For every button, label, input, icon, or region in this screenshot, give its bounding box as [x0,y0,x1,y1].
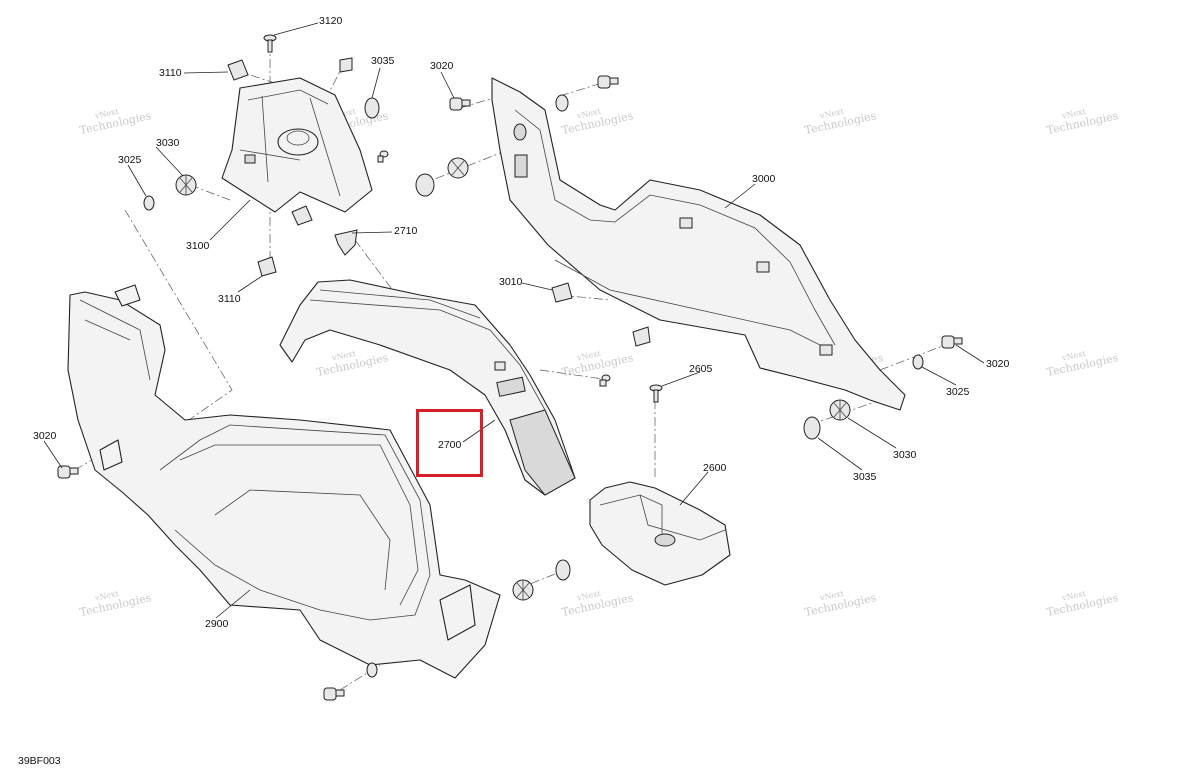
part-2600-cover [589,481,731,586]
callout-3110-top: 3110 [159,67,182,79]
rivet-icon [512,579,534,601]
watermark: vNext Technologies [560,349,634,379]
rivet-3020-top-icon [449,97,471,111]
watermark: vNext Technologies [803,107,877,137]
clip-icon [291,205,313,226]
clip-icon [632,326,651,347]
watermark: vNext Technologies [78,107,152,137]
screw-2605-icon [649,384,663,403]
callout-2600: 2600 [703,462,727,474]
callout-2710: 2710 [394,225,418,237]
callout-3020-left: 3020 [33,430,57,442]
callout-3035-top: 3035 [371,55,395,67]
part-3000-side-panel [491,77,906,411]
callout-3100: 3100 [186,240,210,252]
washer-3035-right-icon [803,416,821,440]
screw-3120-icon [263,34,277,53]
rivet-3030-right-icon [829,399,851,421]
washer-3025-right-icon [912,354,924,370]
rivet-icon [597,75,619,89]
callout-3030-right: 3030 [893,449,917,461]
nut-3110-icon [227,59,249,81]
callout-3020-right: 3020 [986,358,1010,370]
callout-3025-left: 3025 [118,154,142,166]
watermark: vNext Technologies [78,589,152,619]
part-3100-bracket [221,77,373,213]
callout-2700: 2700 [438,439,462,451]
washer-3025-left-icon [143,195,155,211]
callout-labels: 3120 3110 3035 3030 3025 3100 3110 2710 … [33,15,1010,630]
watermark: vNext Technologies [560,589,634,619]
callout-3110-bottom: 3110 [218,293,241,305]
watermark: vNext Technologies [1045,107,1119,137]
callout-3030-left: 3030 [156,137,180,149]
rivet-3020-right-icon [941,335,963,349]
screw-small-icon [599,374,611,387]
part-2700-fender-arch [279,279,576,496]
callout-2605: 2605 [689,363,713,375]
washer-icon [366,662,378,678]
leader-lines [43,22,985,619]
washer-icon [415,173,435,197]
screw-small-icon [377,150,389,163]
watermark: vNext Technologies [803,589,877,619]
washer-icon [555,559,571,581]
hardware-group [57,34,963,701]
clip-3035-icon [339,57,353,73]
part-2900-side-panel [67,284,501,679]
clip-3010-icon [551,282,573,303]
callout-2900: 2900 [205,618,229,630]
watermark: vNext Technologies [315,349,389,379]
callout-3035-right: 3035 [853,471,877,483]
washer-icon [555,94,569,112]
callout-3020-top: 3020 [430,60,454,72]
callout-3000: 3000 [752,173,776,185]
rivet-3030-left-icon [175,174,197,196]
watermark: vNext Technologies [1045,589,1119,619]
callout-3010: 3010 [499,276,523,288]
rivet-3020-left-icon [57,465,79,479]
callout-3025-right: 3025 [946,386,970,398]
rivet-icon [447,157,469,179]
watermark: vNext Technologies [1045,349,1119,379]
washer-3035-icon [364,97,380,119]
clip-2710-icon [334,229,358,256]
nut-3110-bottom-icon [257,256,277,277]
highlight-box [416,409,483,477]
callout-3120: 3120 [319,15,343,27]
drawing-code: 39BF003 [18,755,61,767]
watermark: vNext Technologies [560,107,634,137]
rivet-icon [323,687,345,701]
